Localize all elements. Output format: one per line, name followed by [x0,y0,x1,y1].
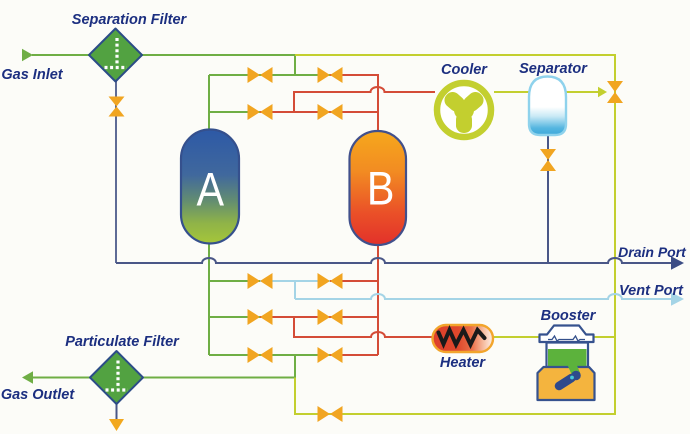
svg-text:Separator: Separator [519,61,588,77]
svg-text:Heater: Heater [440,355,486,371]
svg-text:Gas Inlet: Gas Inlet [1,67,63,83]
svg-text:Booster: Booster [541,308,597,324]
svg-text:Cooler: Cooler [441,62,488,78]
svg-text:Separation Filter: Separation Filter [72,12,188,28]
svg-text:A: A [197,164,225,216]
svg-text:B: B [367,163,395,215]
svg-text:Particulate Filter: Particulate Filter [65,334,180,350]
svg-text:Gas Outlet: Gas Outlet [1,387,75,403]
svg-text:Vent Port: Vent Port [619,283,684,299]
svg-text:Drain Port: Drain Port [618,244,687,260]
